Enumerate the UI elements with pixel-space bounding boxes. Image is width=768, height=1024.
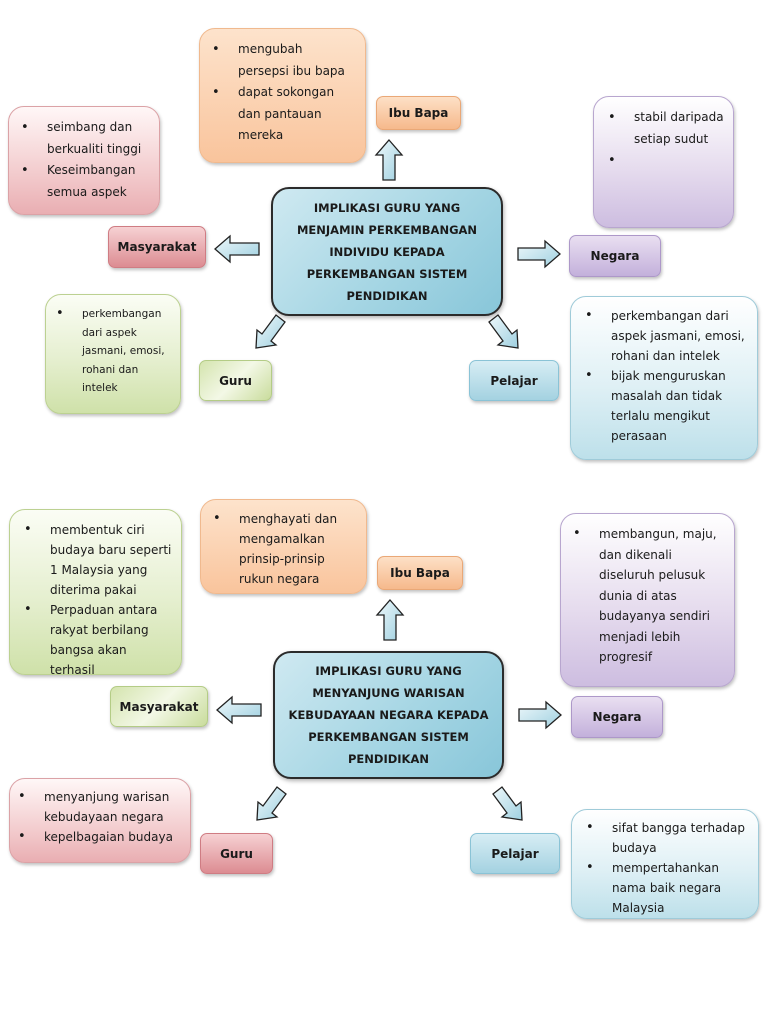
arrow-left-to-masyarakat-icon [216, 695, 262, 725]
masyarakat-points: membentuk ciri budaya baru seperti 1 Mal… [16, 520, 175, 680]
arrow-right-to-negara-icon [517, 239, 561, 269]
masyarakat-detail-box: membentuk ciri budaya baru seperti 1 Mal… [9, 509, 182, 677]
pelajar-points: sifat bangga terhadap budaya mempertahan… [578, 818, 750, 918]
ibu-bapa-detail-box: mengubah persepsi ibu bapa dapat sokonga… [199, 28, 366, 163]
point: menyanjung warisan kebudayaan negara [18, 787, 184, 827]
negara-points: membangun, maju, dan dikenali diseluruh … [565, 524, 726, 668]
point: stabil daripada setiap sudut [608, 107, 725, 150]
negara-label: Negara [569, 235, 661, 277]
arrow-down-right-to-pelajar-icon [488, 314, 519, 349]
point: seimbang dan berkualiti tinggi [21, 117, 151, 160]
arrow-left-to-masyarakat-icon [214, 234, 260, 264]
ibu-bapa-detail-box: menghayati dan mengamalkan prinsip-prins… [200, 499, 367, 594]
arrow-up-to-ibu-bapa-icon [375, 599, 405, 641]
point: perkembangan dari aspek jasmani, emosi, … [585, 306, 749, 366]
ibu-bapa-points: mengubah persepsi ibu bapa dapat sokonga… [204, 39, 357, 147]
point: sifat bangga terhadap budaya [586, 818, 750, 858]
point: Perpaduan antara rakyat berbilang bangsa… [24, 600, 175, 680]
arrow-up-to-ibu-bapa-icon [374, 139, 404, 181]
point: menghayati dan mengamalkan prinsip-prins… [213, 509, 358, 589]
point: Keseimbangan semua aspek [21, 160, 151, 203]
pelajar-points: perkembangan dari aspek jasmani, emosi, … [577, 306, 749, 446]
point [608, 150, 725, 172]
guru-label: Guru [199, 360, 272, 401]
guru-detail-box: menyanjung warisan kebudayaan negara kep… [9, 778, 191, 863]
guru-points: perkembangan dari aspek jasmani, emosi, … [48, 305, 174, 398]
point: mempertahankan nama baik negara Malaysia [586, 858, 750, 918]
negara-label: Negara [571, 696, 663, 738]
central-topic-box: IMPLIKASI GURU YANG MENYANJUNG WARISAN K… [273, 651, 504, 779]
pelajar-detail-box: perkembangan dari aspek jasmani, emosi, … [570, 296, 758, 460]
negara-points: stabil daripada setiap sudut [600, 107, 725, 172]
masyarakat-label: Masyarakat [108, 226, 206, 268]
ibu-bapa-points: menghayati dan mengamalkan prinsip-prins… [205, 509, 358, 589]
guru-detail-box: perkembangan dari aspek jasmani, emosi, … [45, 294, 181, 414]
negara-detail-box: stabil daripada setiap sudut [593, 96, 734, 228]
pelajar-label: Pelajar [470, 833, 560, 874]
masyarakat-points: seimbang dan berkualiti tinggi Keseimban… [13, 117, 151, 203]
arrow-down-left-to-guru-icon [256, 786, 287, 821]
guru-points: menyanjung warisan kebudayaan negara kep… [10, 787, 184, 847]
guru-label: Guru [200, 833, 273, 874]
point: mengubah persepsi ibu bapa [212, 39, 357, 82]
arrow-down-left-to-guru-icon [255, 314, 286, 349]
masyarakat-label: Masyarakat [110, 686, 208, 727]
point: bijak menguruskan masalah dan tidak terl… [585, 366, 749, 446]
point: perkembangan dari aspek jasmani, emosi, … [56, 305, 174, 398]
point: dapat sokongan dan pantauan mereka [212, 82, 357, 147]
pelajar-detail-box: sifat bangga terhadap budaya mempertahan… [571, 809, 759, 919]
central-topic-box: IMPLIKASI GURU YANG MENJAMIN PERKEMBANGA… [271, 187, 503, 316]
arrow-down-right-to-pelajar-icon [492, 786, 523, 821]
point: membentuk ciri budaya baru seperti 1 Mal… [24, 520, 175, 600]
pelajar-label: Pelajar [469, 360, 559, 401]
ibu-bapa-label: Ibu Bapa [376, 96, 461, 130]
masyarakat-detail-box: seimbang dan berkualiti tinggi Keseimban… [8, 106, 160, 215]
point: membangun, maju, dan dikenali diseluruh … [573, 524, 726, 668]
negara-detail-box: membangun, maju, dan dikenali diseluruh … [560, 513, 735, 687]
ibu-bapa-label: Ibu Bapa [377, 556, 463, 590]
point: kepelbagaian budaya [18, 827, 184, 847]
arrow-right-to-negara-icon [518, 700, 562, 730]
